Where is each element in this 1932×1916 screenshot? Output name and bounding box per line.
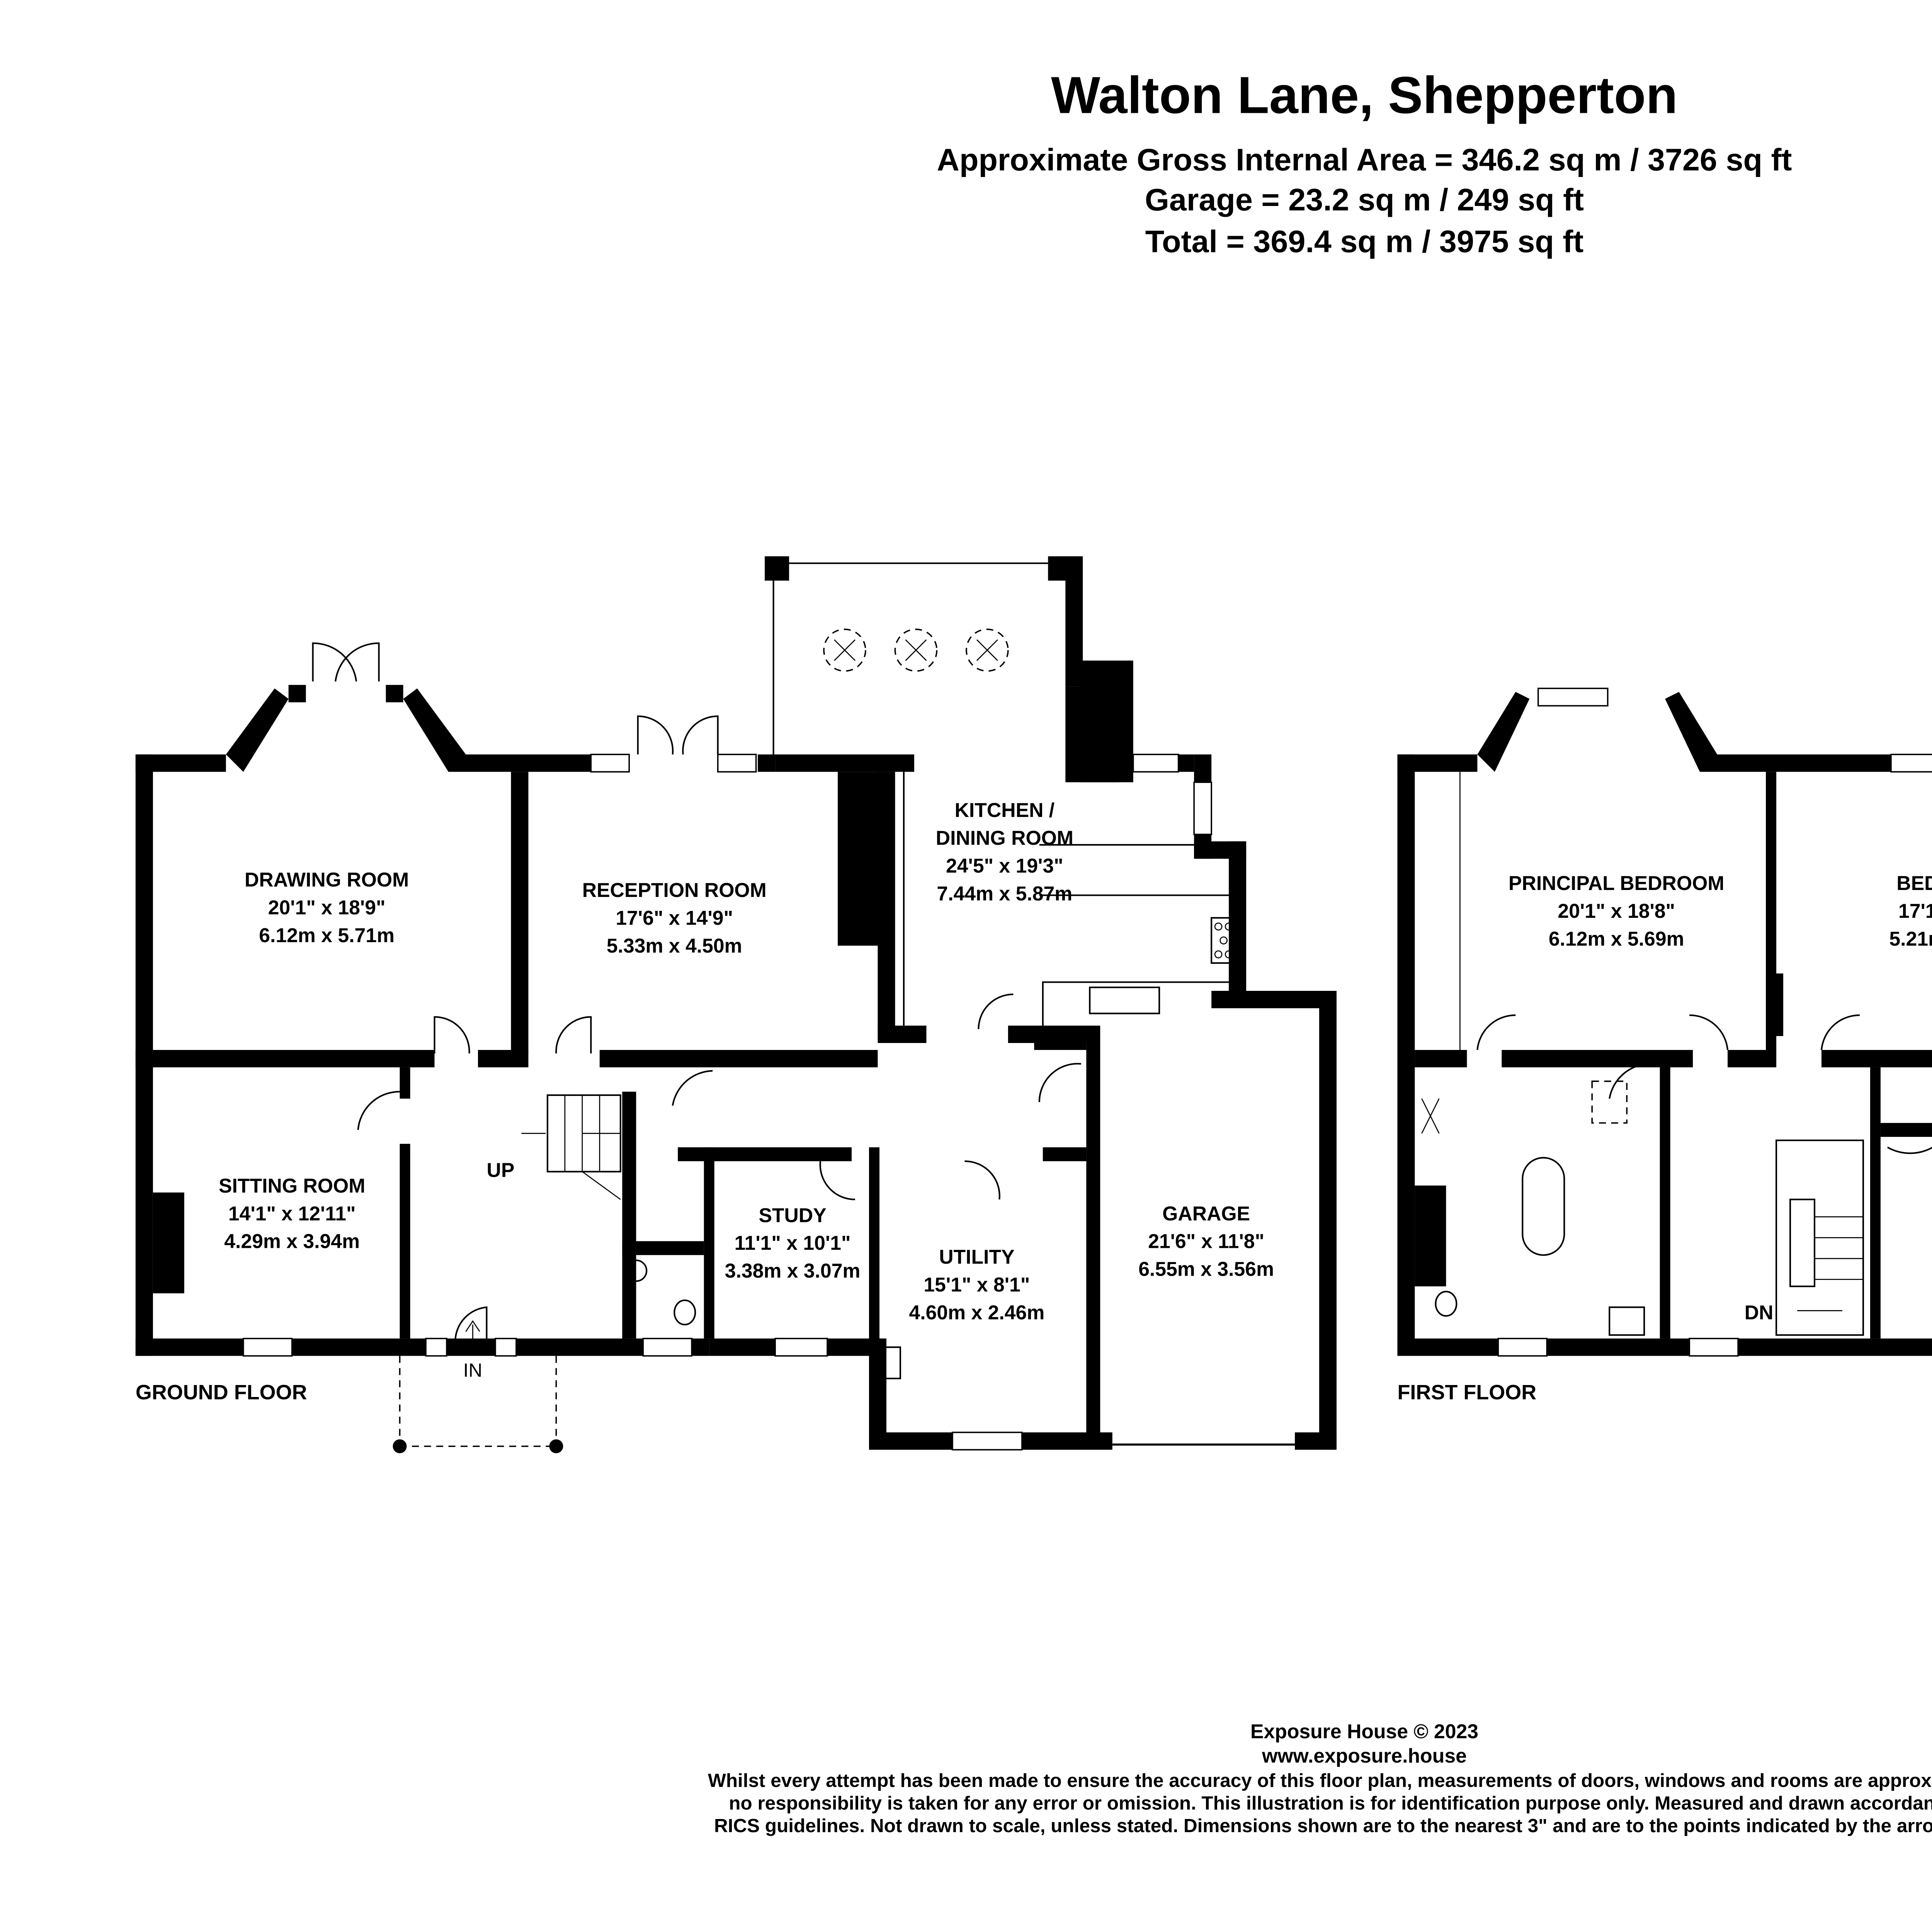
svg-text:PRINCIPAL BEDROOM: PRINCIPAL BEDROOM (1509, 872, 1724, 894)
svg-text:4.60m x 2.46m: 4.60m x 2.46m (909, 1301, 1045, 1324)
toilet-icon (1435, 1291, 1458, 1317)
garage-area: Garage = 23.2 sq m / 249 sq ft (1145, 182, 1584, 217)
svg-text:KITCHEN /: KITCHEN / (955, 799, 1055, 821)
gross-internal-area: Approximate Gross Internal Area = 346.2 … (937, 143, 1792, 177)
svg-text:GARAGE: GARAGE (1162, 1202, 1250, 1225)
svg-text:24'5" x 19'3": 24'5" x 19'3" (946, 854, 1063, 877)
room-reception-room: RECEPTION ROOM 17'6" x 14'9" 5.33m x 4.5… (582, 879, 767, 957)
skylight-icon (1591, 1081, 1628, 1124)
website-link: www.exposure.house (1262, 1744, 1467, 1767)
shower-icon (1421, 1098, 1440, 1134)
first-floor-windows (1497, 687, 1932, 1357)
first-floor-plan: DN PRINCIPAL BEDROOM 20'1" x 18'8" 6.12m… (1397, 687, 1932, 1404)
svg-text:14'1" x 12'11": 14'1" x 12'11" (228, 1202, 356, 1225)
room-principal-bedroom: PRINCIPAL BEDROOM 20'1" x 18'8" 6.12m x … (1509, 872, 1724, 950)
svg-text:20'1" x 18'8": 20'1" x 18'8" (1558, 900, 1675, 922)
room-drawing-room: DRAWING ROOM 20'1" x 18'9" 6.12m x 5.71m (245, 868, 409, 946)
svg-text:SITTING ROOM: SITTING ROOM (219, 1174, 365, 1197)
disclaimer-line-3: RICS guidelines. Not drawn to scale, unl… (714, 1815, 1932, 1836)
svg-text:STUDY: STUDY (759, 1204, 826, 1226)
toilet-icon (673, 1299, 696, 1326)
stairs-down-label: DN (1745, 1301, 1774, 1324)
first-floor-label: FIRST FLOOR (1397, 1381, 1536, 1404)
stairs-up-label: UP (487, 1159, 515, 1181)
room-study: STUDY 11'1" x 10'1" 3.38m x 3.07m (725, 1204, 861, 1282)
room-kitchen-dining: KITCHEN / DINING ROOM 24'5" x 19'3" 7.44… (936, 799, 1073, 905)
svg-text:21'6" x 11'8": 21'6" x 11'8" (1148, 1230, 1264, 1252)
room-utility: UTILITY 15'1" x 8'1" 4.60m x 2.46m (909, 1246, 1045, 1324)
room-bedroom-2: BEDROOM 2 17'1" x 15'1" 5.21m x 4.60m (1889, 872, 1932, 950)
svg-text:11'1" x 10'1": 11'1" x 10'1" (735, 1232, 851, 1254)
footer: Exposure House © 2023 www.exposure.house… (708, 1720, 1932, 1836)
entrance-porch: IN (393, 1320, 563, 1453)
ground-floor-walls (135, 556, 1337, 1450)
svg-text:6.55m x 3.56m: 6.55m x 3.56m (1138, 1258, 1274, 1280)
staircase-up-icon: UP (487, 1094, 621, 1200)
room-garage: GARAGE 21'6" x 11'8" 6.55m x 3.56m (1138, 1202, 1274, 1280)
entrance-label: IN (463, 1360, 482, 1381)
ground-floor-plan: UP IN (135, 556, 1337, 1453)
staircase-down-icon: DN (1745, 1139, 1864, 1336)
svg-text:15'1" x 8'1": 15'1" x 8'1" (923, 1273, 1030, 1296)
svg-text:5.33m x 4.50m: 5.33m x 4.50m (607, 934, 742, 957)
copyright: Exposure House © 2023 (1250, 1720, 1478, 1742)
svg-text:DRAWING ROOM: DRAWING ROOM (245, 868, 409, 891)
ground-floor-doors (312, 642, 1081, 1339)
svg-text:17'6" x 14'9": 17'6" x 14'9" (616, 907, 733, 929)
svg-text:6.12m x 5.71m: 6.12m x 5.71m (259, 924, 395, 946)
svg-text:UTILITY: UTILITY (939, 1246, 1014, 1268)
page-title: Walton Lane, Shepperton (1051, 66, 1678, 124)
first-floor-doors (1476, 1014, 1932, 1154)
disclaimer-line-2: no responsibility is taken for any error… (729, 1793, 1932, 1814)
svg-text:7.44m x 5.87m: 7.44m x 5.87m (937, 882, 1072, 905)
svg-text:BEDROOM 2: BEDROOM 2 (1896, 872, 1932, 894)
svg-text:6.12m x 5.69m: 6.12m x 5.69m (1549, 927, 1684, 950)
cloakroom-fittings (625, 1259, 696, 1326)
bathroom-fittings (1421, 772, 1645, 1336)
room-sitting-room: SITTING ROOM 14'1" x 12'11" 4.29m x 3.94… (219, 1174, 365, 1252)
bath-icon (1522, 1157, 1565, 1256)
svg-text:4.29m x 3.94m: 4.29m x 3.94m (224, 1230, 360, 1252)
svg-text:5.21m x 4.60m: 5.21m x 4.60m (1889, 927, 1932, 950)
ground-floor-windows (242, 754, 1295, 1451)
disclaimer-line-1: Whilst every attempt has been made to en… (708, 1770, 1932, 1791)
total-area: Total = 369.4 sq m / 3975 sq ft (1145, 224, 1584, 259)
kitchen-sink-icon (1089, 986, 1160, 1014)
svg-text:RECEPTION ROOM: RECEPTION ROOM (582, 879, 767, 901)
first-floor-walls (1397, 692, 1932, 1356)
ground-floor-label: GROUND FLOOR (136, 1381, 307, 1404)
svg-text:17'1" x 15'1": 17'1" x 15'1" (1898, 900, 1932, 922)
svg-text:20'1" x 18'9": 20'1" x 18'9" (268, 896, 386, 919)
utility-sink-icon (875, 1346, 901, 1380)
header: Walton Lane, Shepperton Approximate Gros… (937, 66, 1792, 259)
basin-icon (625, 1259, 648, 1282)
conservatory-glazing (772, 562, 1048, 755)
kitchen-fittings (875, 772, 1238, 1380)
svg-text:3.38m x 3.07m: 3.38m x 3.07m (725, 1259, 861, 1282)
basin-icon (1609, 1306, 1645, 1336)
svg-text:DINING ROOM: DINING ROOM (936, 827, 1073, 849)
